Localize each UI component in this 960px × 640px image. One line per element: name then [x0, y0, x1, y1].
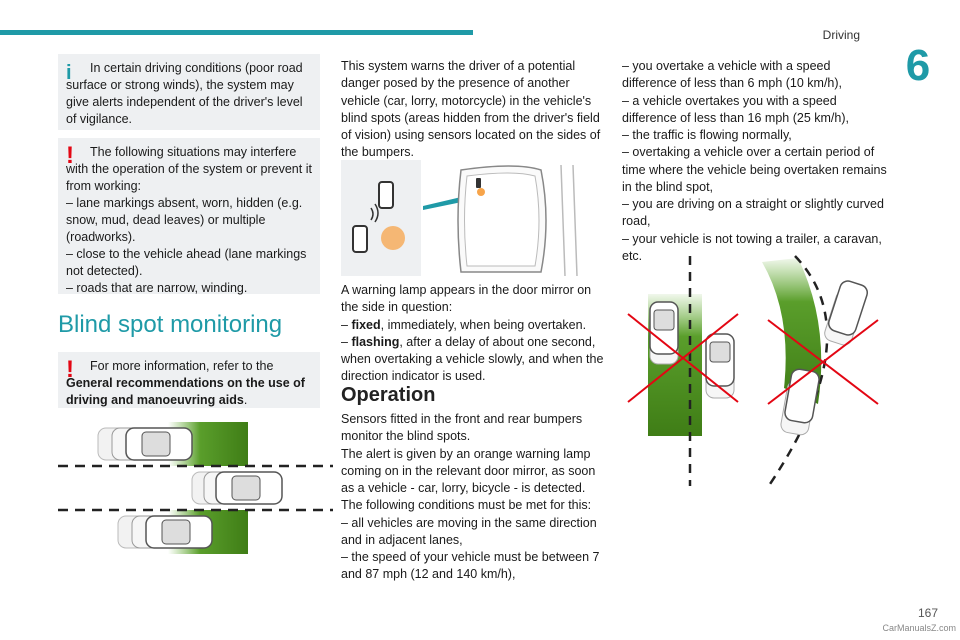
- car-icon: [117, 515, 213, 549]
- lamp-item: – fixed, immediately, when being overtak…: [341, 317, 587, 332]
- info-box: i In certain driving conditions (poor ro…: [58, 54, 320, 130]
- operation-line: The alert is given by an orange warning …: [341, 446, 596, 496]
- warning-box-reference: ! For more information, refer to the Gen…: [58, 352, 320, 408]
- condition-line: – you overtake a vehicle with a speed di…: [622, 59, 843, 91]
- warning-icon: !: [66, 142, 74, 169]
- car-icon: [191, 471, 283, 505]
- chapter-number: 6: [905, 41, 931, 90]
- door-mirror-illustration: [341, 160, 578, 276]
- lamp-item: – flashing, after a delay of about one s…: [341, 334, 604, 384]
- blind-spot-warning-icon: [352, 181, 405, 253]
- header-accent-bar: [0, 30, 473, 35]
- operation-text-block: Sensors fitted in the front and rear bum…: [341, 411, 606, 584]
- operation-line: – all vehicles are moving in the same di…: [341, 515, 597, 547]
- reference-link-text: General recommendations on the use of dr…: [66, 376, 305, 407]
- lane-overtaking-illustration: [58, 422, 333, 554]
- cross-icon: [627, 313, 739, 403]
- intro-paragraph: This system warns the driver of a potent…: [341, 59, 601, 160]
- section-title: Driving: [822, 28, 860, 42]
- blind-spot-zone: [762, 258, 822, 404]
- condition-line: – overtaking a vehicle over a certain pe…: [622, 145, 887, 194]
- lamp-paragraph: A warning lamp appears in the door mirro…: [341, 283, 592, 315]
- page-number: 167: [917, 606, 938, 620]
- info-icon: i: [66, 62, 72, 84]
- lane-marking: [768, 255, 829, 485]
- door-mirror-icon: [457, 164, 578, 276]
- middle-column: This system warns the driver of a potent…: [341, 58, 606, 162]
- lamp-text-block: A warning lamp appears in the door mirro…: [341, 282, 606, 386]
- car-icon: [649, 301, 679, 365]
- lamp-mode-flashing: flashing: [351, 334, 400, 349]
- watermark: CarManualsZ.com: [882, 623, 956, 633]
- car-icon: [780, 368, 820, 436]
- right-column: – you overtake a vehicle with a speed di…: [622, 58, 887, 265]
- condition-line: – a vehicle overtakes you with a speed d…: [622, 93, 849, 125]
- not-detected-situations-illustration: [627, 255, 879, 486]
- info-box-text: In certain driving conditions (poor road…: [66, 61, 303, 126]
- reference-text: For more information, refer to the: [90, 359, 274, 373]
- car-icon: [824, 280, 869, 346]
- operation-line: Sensors fitted in the front and rear bum…: [341, 412, 583, 444]
- operation-line: The following conditions must be met for…: [341, 498, 592, 513]
- warning-item: – lane markings absent, worn, hidden (e.…: [66, 196, 303, 244]
- cross-icon: [767, 319, 879, 405]
- reference-end: .: [243, 393, 248, 407]
- warning-box-interference: ! The following situations may interfere…: [58, 138, 320, 295]
- car-icon: [705, 333, 735, 399]
- section-heading: Blind spot monitoring: [58, 311, 283, 338]
- dashboard-icon-panel: [341, 160, 421, 276]
- condition-line: – your vehicle is not towing a trailer, …: [622, 231, 882, 263]
- condition-line: – you are driving on a straight or sligh…: [622, 197, 884, 229]
- warning-icon: !: [66, 356, 74, 383]
- warning-intro: The following situations may interfere w…: [66, 145, 312, 193]
- warning-item: – roads that are narrow, winding.: [66, 281, 248, 295]
- condition-line: – the traffic is flowing normally,: [622, 128, 792, 142]
- operation-line: – the speed of your vehicle must be betw…: [341, 550, 600, 582]
- lamp-mode-fixed: fixed: [351, 317, 381, 332]
- car-icon: [97, 427, 193, 461]
- warning-item: – close to the vehicle ahead (lane marki…: [66, 247, 307, 278]
- operation-heading: Operation: [341, 384, 436, 406]
